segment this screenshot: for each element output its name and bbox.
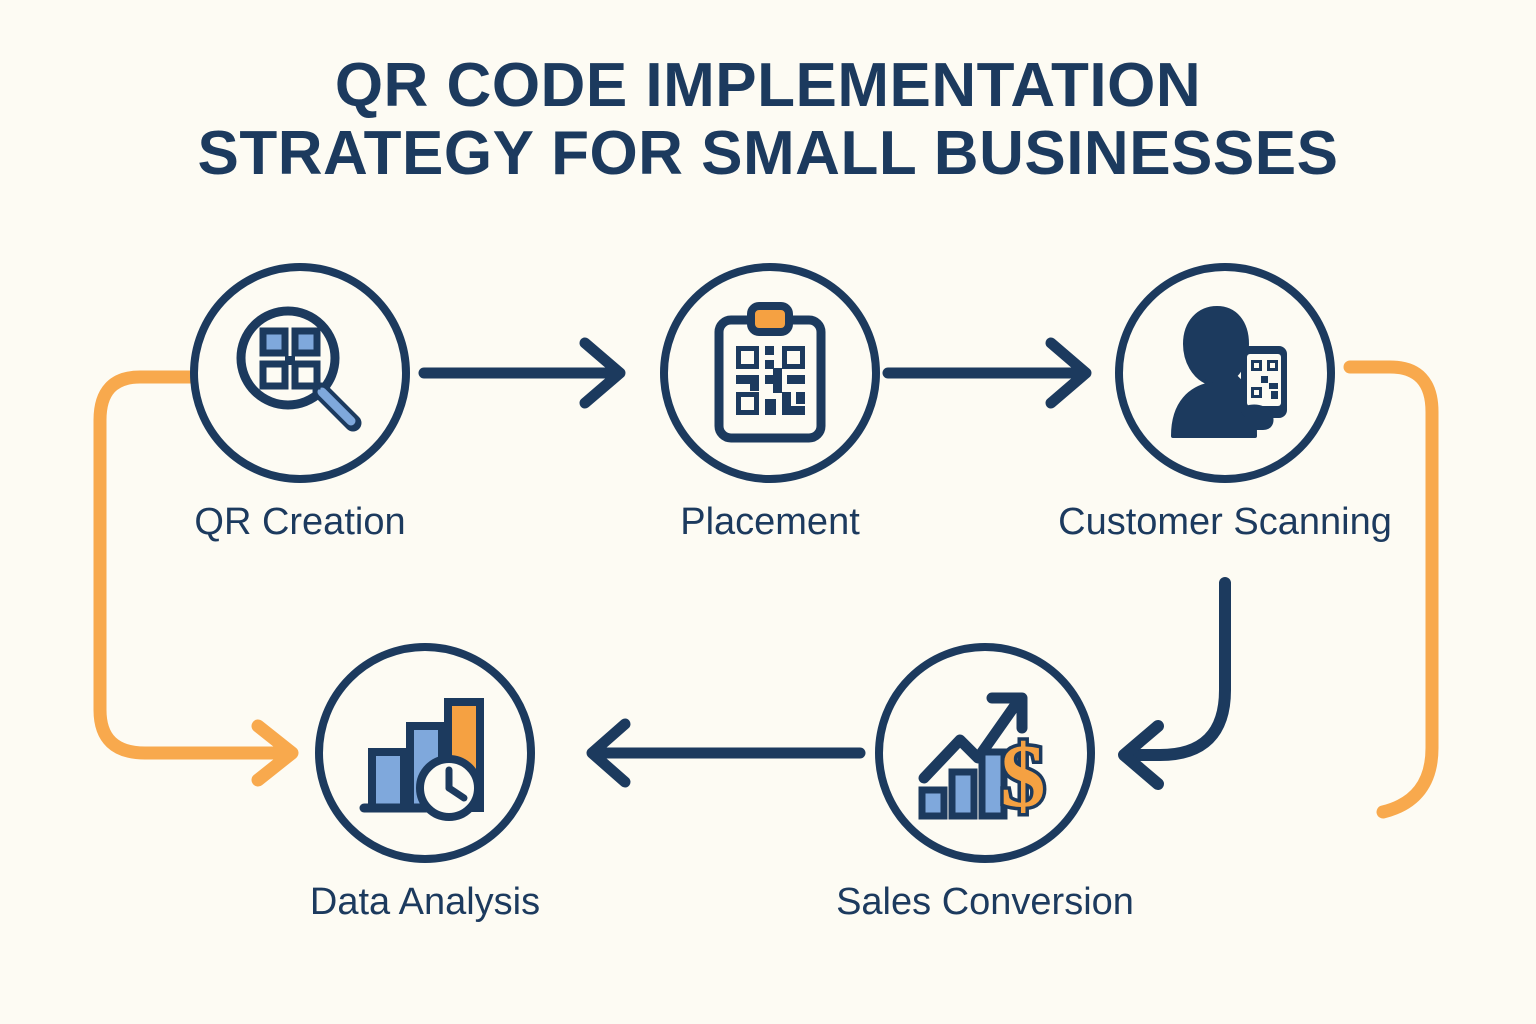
qr-creation-circle[interactable] xyxy=(190,263,410,483)
qr-creation-label: QR Creation xyxy=(194,501,406,543)
customer-scanning-label: Customer Scanning xyxy=(1058,501,1392,543)
placement-circle[interactable] xyxy=(660,263,880,483)
placement-label: Placement xyxy=(680,501,860,543)
title-line-1: QR CODE IMPLEMENTATION xyxy=(334,51,1202,120)
svg-text:$: $ xyxy=(1000,727,1045,826)
page-title: QR CODE IMPLEMENTATION STRATEGY FOR SMAL… xyxy=(0,52,1536,188)
person-phone-scan-icon xyxy=(1171,306,1287,438)
clipboard-qr-icon xyxy=(714,302,826,443)
data-analysis-label: Data Analysis xyxy=(309,881,541,923)
growth-dollar-icon: $ xyxy=(918,692,1049,828)
title-line-2: STRATEGY FOR SMALL BUSINESSES xyxy=(197,119,1339,188)
customer-scanning-circle[interactable] xyxy=(1115,263,1335,483)
feedback-loop-left-to-data-analysis xyxy=(93,370,299,787)
bar-chart-clock-icon xyxy=(359,698,484,821)
arrow-customer-scanning-to-sales-conversion xyxy=(1118,577,1231,790)
sales-conversion-label: Sales Conversion xyxy=(836,881,1134,923)
sales-conversion-circle[interactable]: $ xyxy=(875,643,1095,863)
arrow-sales-conversion-to-data-analysis xyxy=(586,718,866,788)
feedback-loop-right-from-customer-scanning xyxy=(1343,360,1439,819)
data-analysis-circle[interactable] xyxy=(315,643,535,863)
magnifier-qr-icon xyxy=(236,306,362,432)
arrow-qr-creation-to-placement xyxy=(418,337,626,409)
arrow-placement-to-customer-scanning xyxy=(882,337,1092,409)
